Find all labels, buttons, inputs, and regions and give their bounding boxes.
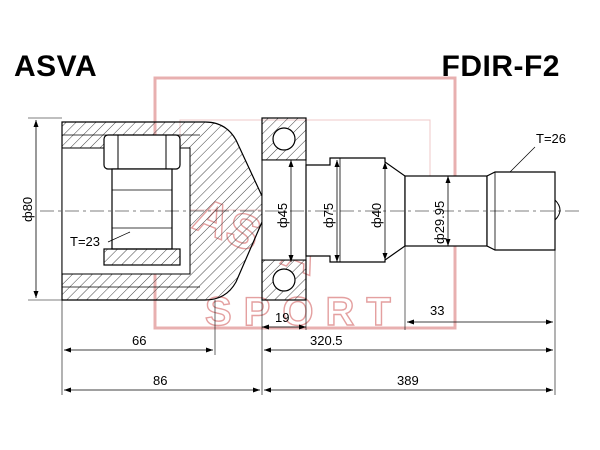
dim-19: 19: [275, 310, 289, 325]
brand-name: ASVA: [14, 50, 98, 83]
dim-86: 86: [153, 373, 167, 388]
dim-phi29-95: ф29.95: [432, 201, 447, 244]
leader-t26: [509, 146, 536, 173]
dim-t26: T=26: [536, 131, 566, 146]
extension-lines: [28, 117, 556, 395]
dim-389: 389: [397, 373, 419, 388]
dim-t23: T=23: [70, 234, 100, 249]
tripod-roller-bottom: [103, 248, 181, 266]
tripod-roller-top: [103, 134, 181, 170]
dim-320-5: 320.5: [310, 333, 343, 348]
dim-33: 33: [430, 303, 444, 318]
tripod-hub: [111, 168, 173, 250]
dim-phi45: ф45: [275, 203, 290, 228]
leader-t23: [107, 231, 131, 243]
dim-66: 66: [132, 333, 146, 348]
support-bearing: [261, 117, 307, 301]
dim-phi80: ф80: [20, 197, 35, 222]
tripod-spider: [103, 134, 181, 266]
dim-phi40: ф40: [369, 203, 384, 228]
dim-phi75: ф75: [321, 203, 336, 228]
part-number: FDIR-F2: [441, 50, 560, 83]
